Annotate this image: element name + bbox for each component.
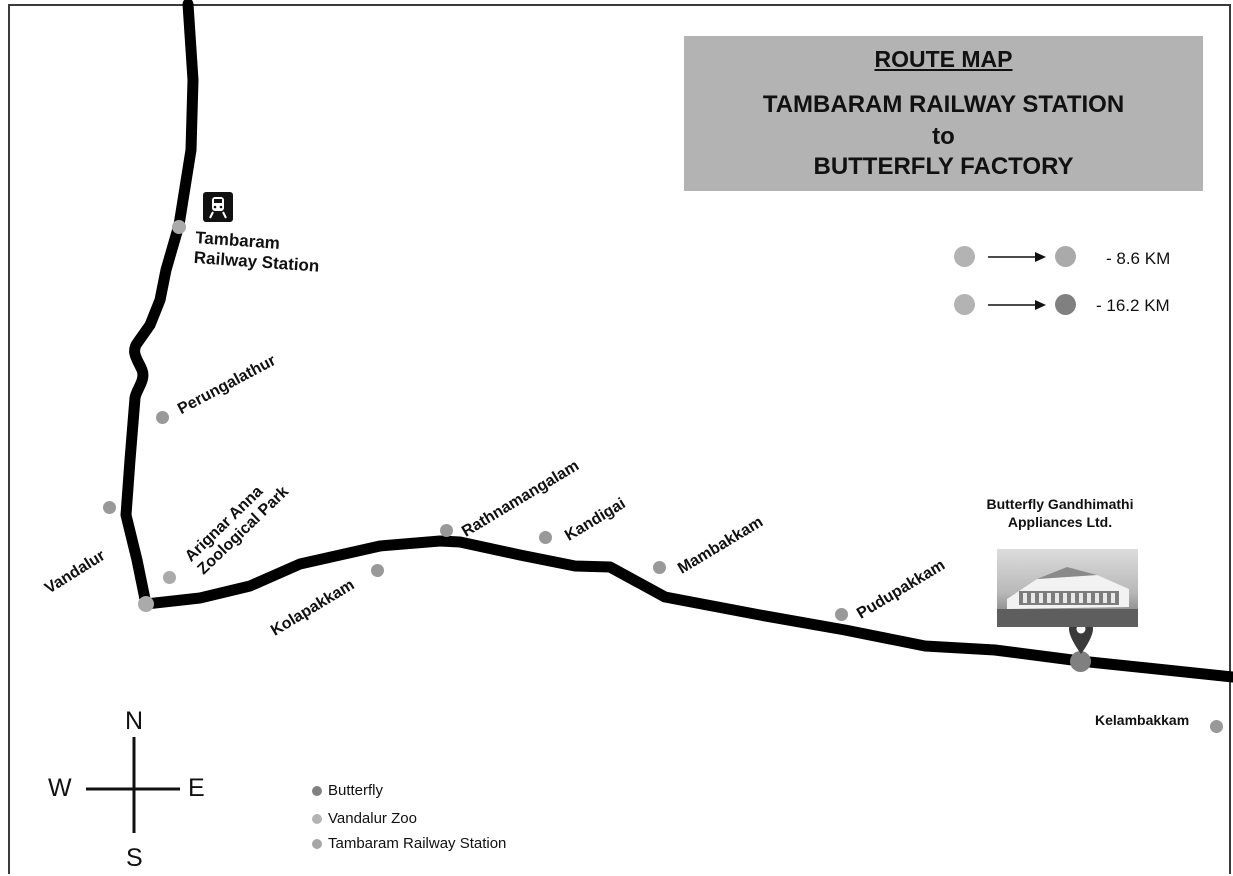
legend-label-butterfly: Butterfly <box>328 782 384 799</box>
factory-building-image <box>997 567 1138 627</box>
title-line-2: to <box>932 123 955 150</box>
dot-pudupakkam <box>835 608 848 621</box>
dot-perungalathur <box>156 411 169 424</box>
legend-dot-zoo <box>312 814 322 824</box>
route-east-segment <box>140 535 1233 683</box>
map-border <box>8 4 1231 874</box>
compass-rose <box>86 737 180 833</box>
company-name-line2: Appliances Ltd. <box>1007 514 1113 530</box>
title-line-1: TAMBARAM RAILWAY STATION <box>762 91 1125 118</box>
factory-photo <box>997 549 1138 627</box>
legend-dot-tambaram <box>312 839 322 849</box>
distance-end-dot-2 <box>1055 294 1076 315</box>
distance-end-dot-1 <box>1055 246 1076 267</box>
compass-west: W <box>48 774 72 802</box>
compass-east: E <box>188 774 205 802</box>
distance-start-dot-2 <box>954 294 975 315</box>
dot-zoo <box>163 571 176 584</box>
label-kelambakkam: Kelambakkam <box>1095 712 1190 728</box>
compass-north: N <box>125 707 144 735</box>
dot-mambakkam <box>653 561 666 574</box>
train-icon <box>203 192 233 222</box>
arrow-right-icon <box>988 300 1046 310</box>
legend-label-zoo: Vandalur Zoo <box>328 810 417 827</box>
legend-label-tambaram: Tambaram Railway Station <box>328 835 507 852</box>
company-name: Butterfly Gandhimathi Appliances Ltd. <box>940 495 1180 531</box>
dot-rathnamangalam <box>440 524 453 537</box>
title-box: ROUTE MAP TAMBARAM RAILWAY STATION to BU… <box>684 36 1203 191</box>
distance-value-1: - 8.6 KM <box>1106 249 1171 268</box>
dot-vandalur <box>103 501 116 514</box>
dot-butterfly <box>1070 651 1091 672</box>
dot-kandigai <box>539 531 552 544</box>
title-heading: ROUTE MAP <box>874 46 1013 72</box>
company-name-line1: Butterfly Gandhimathi <box>986 496 1134 512</box>
dot-tambaram <box>172 220 186 234</box>
dot-kelambakkam <box>1210 720 1223 733</box>
distance-value-2: - 16.2 KM <box>1096 296 1170 315</box>
dot-junction <box>138 596 154 612</box>
route-north-segment <box>120 0 199 610</box>
compass-south: S <box>126 844 143 872</box>
title-line-3: BUTTERFLY FACTORY <box>813 153 1074 180</box>
dot-kolapakkam <box>371 564 384 577</box>
legend-dot-butterfly <box>312 786 322 796</box>
arrow-right-icon <box>988 252 1046 262</box>
distance-start-dot-1 <box>954 246 975 267</box>
